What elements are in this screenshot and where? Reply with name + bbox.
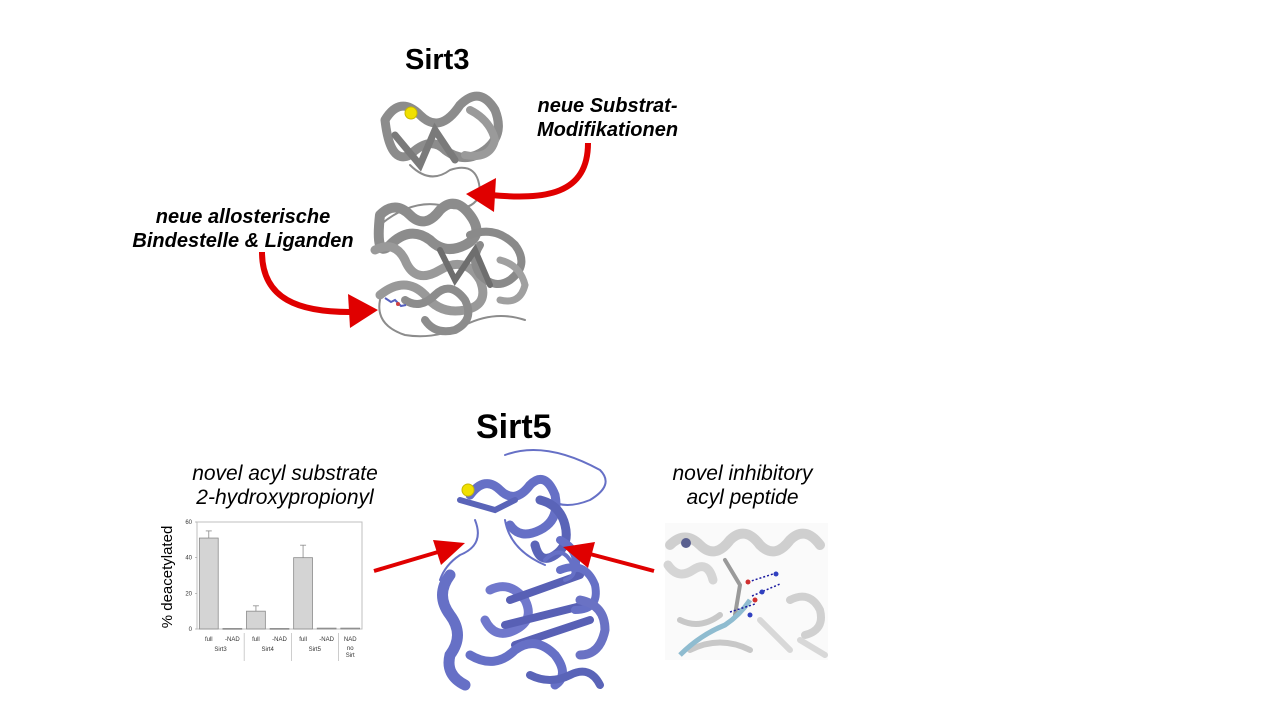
- sirt5-inhibitor-arrow: [589, 552, 655, 573]
- sirt3-protein-structure: [370, 91, 529, 338]
- chart-group-label: Sirt4: [262, 647, 275, 653]
- sirt5-title: Sirt5: [476, 408, 552, 446]
- sirt3-allosteric-arrowhead: [348, 294, 378, 328]
- chart-plot-area: [196, 521, 363, 630]
- chart-group-label: Sirt3: [214, 647, 227, 653]
- inset-structure-image: [663, 523, 828, 660]
- sirt5-substrate-arrow: [373, 550, 439, 573]
- chart-group-label: Sirt5: [309, 647, 322, 653]
- annotation-line: neue allosterische: [155, 206, 331, 228]
- annotation-line: Bindestelle & Liganden: [132, 230, 354, 252]
- chart-x-tick-label: full: [299, 637, 307, 643]
- annotation-line: acyl peptide: [686, 486, 799, 509]
- chart-bar: [222, 628, 243, 630]
- chart-x-tick-label: full: [205, 637, 213, 643]
- chart-y-tick-label: 0: [189, 627, 193, 633]
- chart-x-tick-label: NAD: [344, 637, 357, 643]
- chart-y-tick-label: 20: [185, 591, 192, 597]
- sirt5-zinc-ion: [461, 483, 475, 497]
- sirt3-title: Sirt3: [405, 44, 470, 76]
- annotation-line: novel acyl substrate: [192, 462, 378, 485]
- sirt3-allosteric-annotation: neue allosterische Bindestelle & Ligande…: [118, 205, 368, 253]
- sirt5-substrate-arrowhead: [433, 540, 465, 565]
- sirt5-inhibitor-annotation: novel inhibitory acyl peptide: [640, 462, 845, 510]
- sirt5-protein-structure: [437, 449, 610, 691]
- chart-y-tick-label: 40: [185, 556, 192, 562]
- annotation-line: neue Substrat-: [537, 95, 678, 117]
- chart-bar: [269, 628, 290, 630]
- sirt3-substrate-arrow: [489, 142, 591, 200]
- sirt3-allosteric-arrow: [259, 251, 351, 315]
- chart-y-tick-label: 60: [185, 520, 192, 526]
- sirt3-ligand: [384, 297, 407, 308]
- chart-bar: [198, 537, 219, 630]
- chart-x-tick-label: -NAD: [225, 637, 240, 643]
- chart-x-tick-label: -NAD: [319, 637, 334, 643]
- chart-group-label: no: [347, 646, 354, 652]
- chart-bar: [293, 557, 313, 630]
- chart-x-tick-label: full: [252, 637, 260, 643]
- sirt5-inhibitor-arrowhead: [563, 542, 595, 568]
- chart-bar: [340, 627, 361, 630]
- annotation-line: Modifikationen: [536, 119, 679, 141]
- chart-x-tick-label: -NAD: [272, 637, 287, 643]
- annotation-line: novel inhibitory: [672, 462, 813, 485]
- chart-bar: [316, 627, 337, 630]
- chart-bar: [246, 610, 266, 630]
- sirt5-substrate-annotation: novel acyl substrate 2-hydroxypropionyl: [165, 462, 405, 510]
- chart-y-axis-label: % deacetylated: [159, 526, 176, 629]
- annotation-line: 2-hydroxypropionyl: [196, 486, 374, 509]
- sirt3-substrate-annotation: neue Substrat- Modifikationen: [520, 94, 695, 142]
- sirt3-substrate-arrowhead: [466, 178, 496, 212]
- chart-group-label: Sirt: [346, 653, 355, 659]
- sirt3-zinc-ion: [404, 106, 418, 120]
